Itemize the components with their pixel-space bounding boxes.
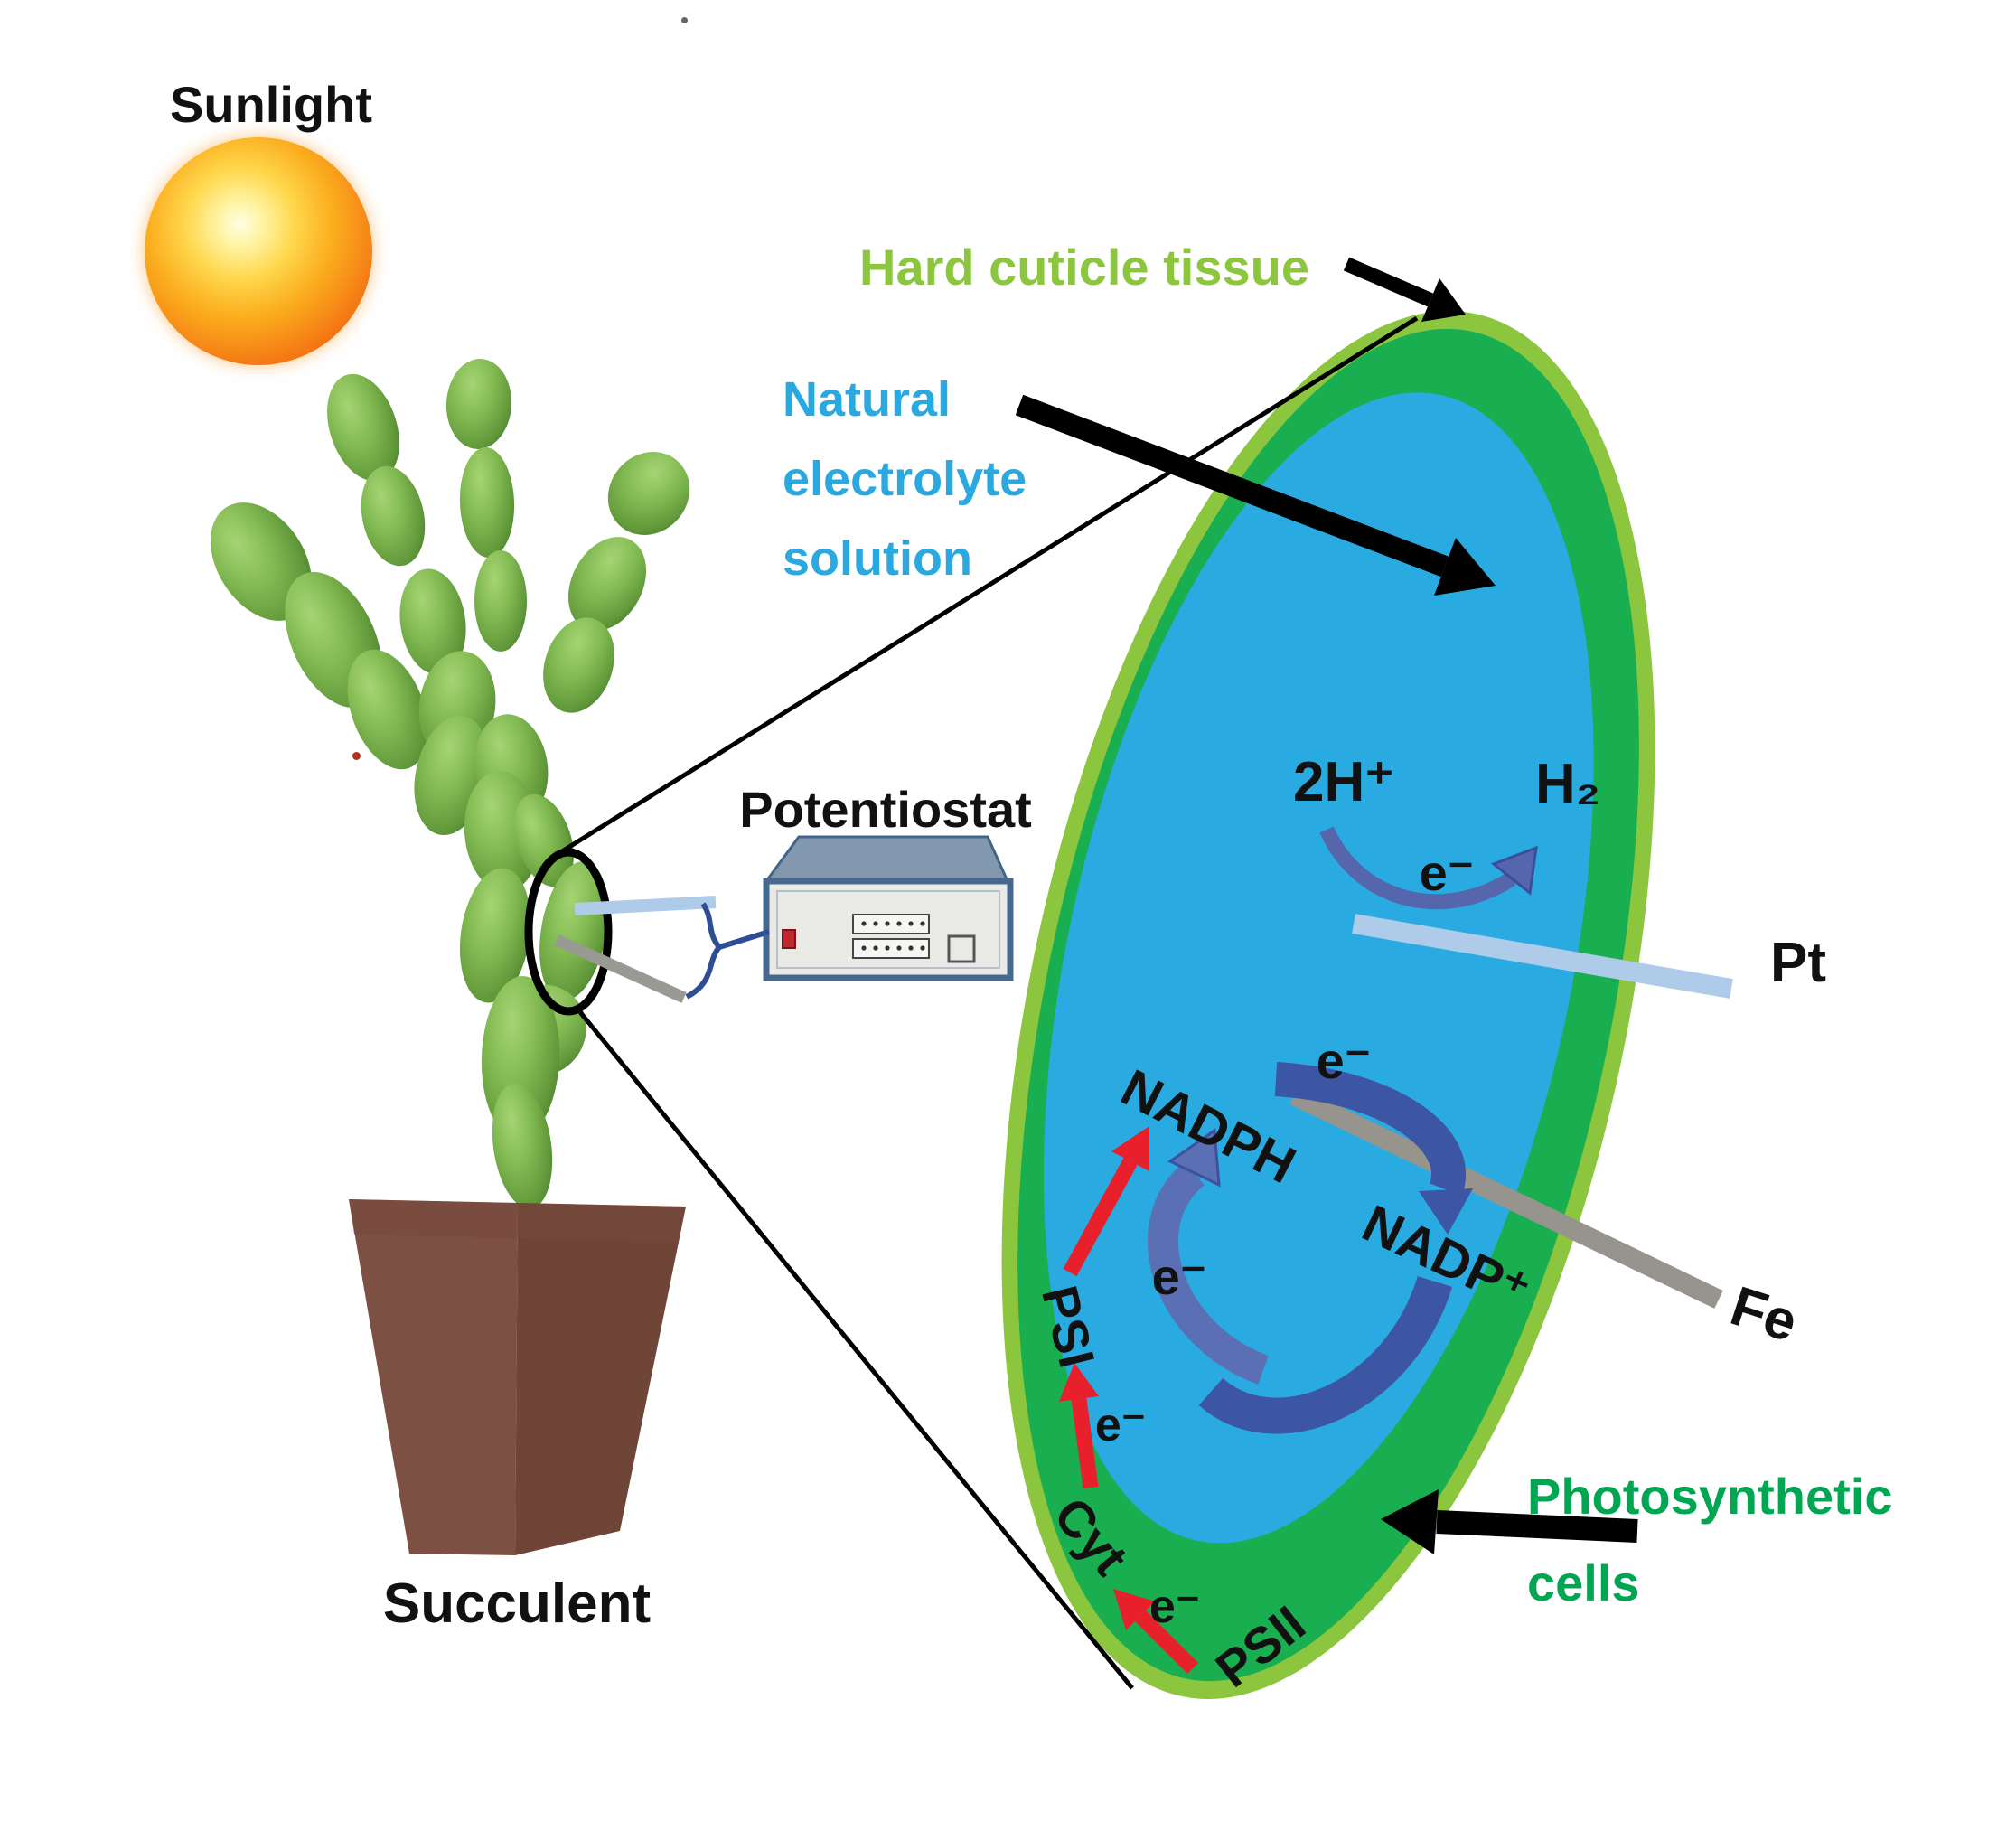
stray-red-dot <box>352 752 361 760</box>
probe-wire-brace <box>685 902 723 1000</box>
cells-arrow <box>1381 1489 1638 1554</box>
pt-label: Pt <box>1770 932 1826 994</box>
hard-cuticle-label: Hard cuticle tissue <box>859 239 1309 296</box>
electron-label: e⁻ <box>1419 844 1475 901</box>
leader-line-top <box>560 315 1419 854</box>
potentiostat-wire <box>718 929 770 950</box>
square-button <box>947 934 976 963</box>
leader-line-bottom <box>575 1006 1134 1690</box>
succulent-label: Succulent <box>382 1573 652 1635</box>
fe-electrode-rod <box>1289 1086 1723 1309</box>
electron-label: e⁻ <box>1094 1399 1147 1451</box>
protons-label: 2H⁺ <box>1293 751 1394 813</box>
electrolyte-arrow <box>1015 394 1496 596</box>
proton-reduction-arrow <box>1319 826 1538 910</box>
magnifier-circle <box>524 848 613 1016</box>
pt-electrode-rod <box>1352 914 1733 999</box>
succulent-leaf <box>474 550 527 652</box>
pt-electrode-probe <box>574 896 717 916</box>
cuticle-arrow <box>1343 257 1466 322</box>
sunlight-label: Sunlight <box>170 76 372 133</box>
electron-label: e⁻ <box>1149 1581 1201 1633</box>
electrolyte-label: Natural electrolyte solution <box>783 372 1027 586</box>
fe-electrode-probe <box>554 934 687 1003</box>
hydrogen-label: H₂ <box>1534 753 1601 815</box>
potentiostat-device <box>763 835 1014 981</box>
nadp-cycle-arrow <box>1148 1062 1473 1434</box>
electron-label: e⁻ <box>1316 1032 1372 1089</box>
electron-transfer-arrows <box>1059 1126 1199 1675</box>
power-button <box>782 929 796 949</box>
photosynthetic-label: Photosynthetic cells <box>1527 1468 1893 1611</box>
potentiostat-label: Potentiostat <box>739 781 1032 838</box>
sun-image <box>145 137 372 365</box>
electron-label: e⁻ <box>1151 1248 1207 1305</box>
connector-port <box>852 914 930 959</box>
stray-dot <box>681 17 688 23</box>
plant-pot <box>349 1199 686 1555</box>
